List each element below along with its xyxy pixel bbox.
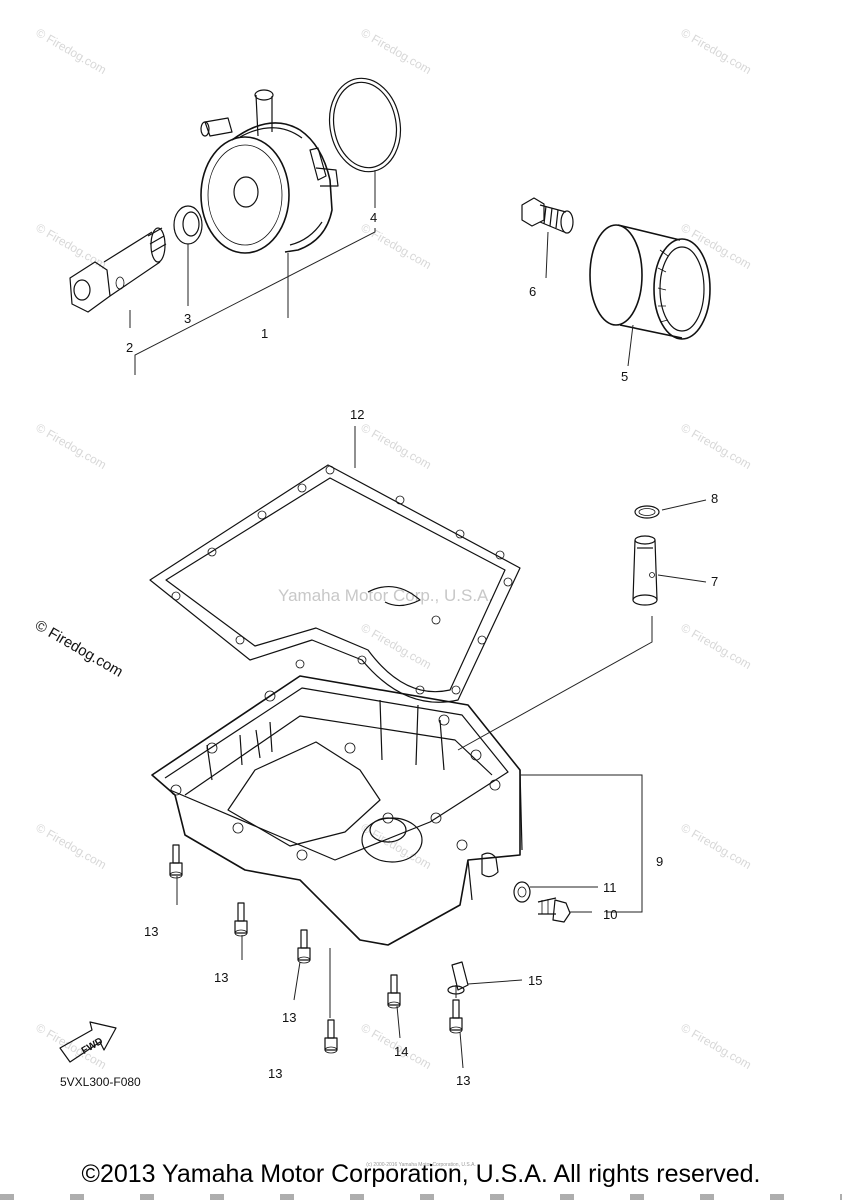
clamp-part-15 [447, 961, 469, 995]
part-label-1: 1 [261, 326, 268, 341]
bolt-part-14 [387, 974, 401, 1009]
part-label-12: 12 [350, 407, 364, 422]
o-ring-part-8 [634, 505, 660, 519]
watermark-tile: © Firedog.com [359, 220, 434, 272]
part-label-15: 15 [528, 973, 542, 988]
watermark-tile: © Firedog.com [34, 25, 109, 77]
bottom-dash-line [0, 1194, 842, 1200]
watermark-tile: © Firedog.com [679, 1020, 754, 1072]
watermark-tile: © Firedog.com [34, 420, 109, 472]
part-label-10: 10 [603, 907, 617, 922]
part-label-13: 13 [214, 970, 228, 985]
oil-pan-part-9 [151, 675, 523, 946]
oil-filter-part-5 [589, 224, 711, 340]
watermark-tile: © Firedog.com [679, 25, 754, 77]
watermark-tile: © Firedog.com [359, 420, 434, 472]
part-label-8: 8 [711, 491, 718, 506]
part-label-6: 6 [529, 284, 536, 299]
washer-part-11 [513, 881, 531, 903]
pipe-part-7 [632, 535, 658, 606]
part-label-5: 5 [621, 369, 628, 384]
watermark-tile: © Firedog.com [359, 620, 434, 672]
drain-bolt-part-10 [537, 897, 571, 923]
bolt-part-6 [521, 197, 574, 234]
diagram-code: 5VXL300-F080 [60, 1075, 141, 1089]
part-label-9: 9 [656, 854, 663, 869]
copyright-footer: ©2013 Yamaha Motor Corporation, U.S.A. A… [81, 1160, 761, 1188]
bolts-part-13 [169, 844, 463, 1054]
tiny-copyright-note: (c) 2000-2016 Yamaha Motor Corporation, … [366, 1162, 476, 1168]
watermark-tiles: © Firedog.com © Firedog.com © Firedog.co… [34, 25, 754, 1072]
oil-cooler-part-1 [200, 89, 339, 254]
o-ring-part-4 [328, 77, 402, 173]
part-label-4: 4 [370, 210, 377, 225]
union-bolt-part-2 [69, 227, 167, 313]
gasket-part-12 [149, 464, 521, 703]
watermark-tile: © Firedog.com [34, 820, 109, 872]
part-label-11: 11 [603, 880, 617, 895]
watermark-center: Yamaha Motor Corp., U.S.A. [278, 586, 493, 605]
watermark-side: © Firedog.com [32, 617, 126, 681]
leader-lines [129, 170, 707, 1069]
watermark-tile: © Firedog.com [679, 820, 754, 872]
part-label-14: 14 [394, 1044, 408, 1059]
watermark-tile: © Firedog.com [679, 420, 754, 472]
part-label-13: 13 [144, 924, 158, 939]
part-label-13: 13 [282, 1010, 296, 1025]
part-label-13: 13 [456, 1073, 470, 1088]
watermark-tile: © Firedog.com [359, 25, 434, 77]
watermark-tile: © Firedog.com [679, 620, 754, 672]
part-label-7: 7 [711, 574, 718, 589]
watermark-tile: © Firedog.com [679, 220, 754, 272]
part-number-labels: 1 2 3 4 5 6 7 8 9 10 11 12 13 13 13 13 1… [126, 210, 718, 1088]
washer-part-3 [173, 205, 203, 245]
part-label-3: 3 [184, 311, 191, 326]
part-label-13: 13 [268, 1066, 282, 1081]
part-label-2: 2 [126, 340, 133, 355]
